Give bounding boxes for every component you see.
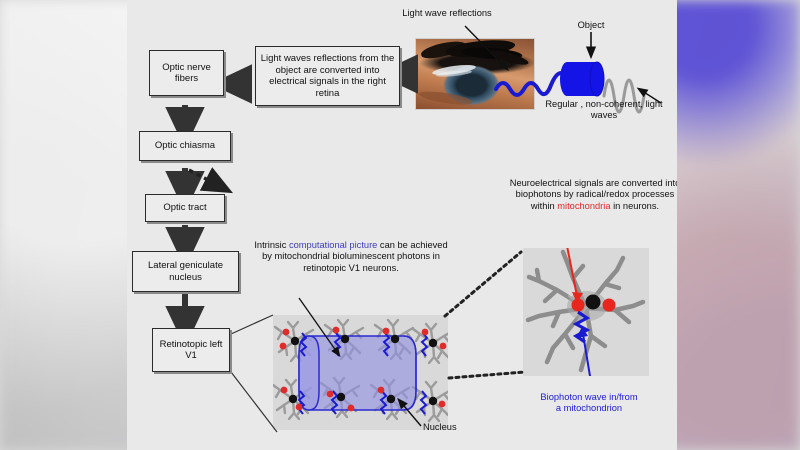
label-biophoton-wave: Biophoton wave in/from a mitochondrion xyxy=(540,392,638,414)
dotted-branch-chiasma xyxy=(188,167,234,194)
neuron-nucleus xyxy=(585,294,601,310)
flow-box-lateral-geniculate-nucleus[interactable]: Lateral geniculate nucleus xyxy=(132,251,239,292)
flow-box-retina-label: Light waves reflections from the object … xyxy=(260,53,395,99)
annotation-neuroelectrical-signals: Neuroelectrical signals are converted in… xyxy=(509,178,677,211)
flow-box-optic-chiasma-label: Optic chiasma xyxy=(154,140,216,152)
biophoton-zigzag xyxy=(572,310,591,344)
flow-box-retinotopic-left-v1[interactable]: Retinotopic left V1 xyxy=(152,328,230,372)
neuron-closeup-panel xyxy=(523,248,649,376)
flow-box-optic-chiasma[interactable]: Optic chiasma xyxy=(139,131,231,161)
neuroelectrical-red-arrow xyxy=(566,248,583,303)
annotation-intrinsic-computational-picture: Intrinsic computational picture can be a… xyxy=(254,240,448,273)
flow-box-retina[interactable]: Light waves reflections from the object … xyxy=(255,46,400,106)
retinotopic-v1-neuron-panel xyxy=(273,315,448,430)
flow-box-optic-nerve-fibers-label: Optic nerve fibers xyxy=(162,61,211,85)
biophoton-blue-arrow xyxy=(576,327,592,376)
diagram-canvas: Light waves reflections from the object … xyxy=(127,0,677,450)
mitochondrion-left xyxy=(571,298,585,312)
label-light-wave-reflections: Light wave reflections xyxy=(402,8,492,18)
label-nucleus: Nucleus xyxy=(423,422,457,432)
eye-photograph xyxy=(415,38,535,110)
flow-box-optic-tract-label: Optic tract xyxy=(163,202,207,214)
label-noncoherent-light-waves: Regular , non-coherent, light waves xyxy=(545,99,663,121)
v1-cylinder-percept xyxy=(298,335,417,411)
flow-box-optic-tract[interactable]: Optic tract xyxy=(145,194,225,222)
flow-box-optic-nerve-fibers[interactable]: Optic nerve fibers xyxy=(149,50,224,96)
flow-box-lgn-label: Lateral geniculate nucleus xyxy=(148,260,223,283)
label-object: Object xyxy=(577,20,605,30)
v1-neuron-network xyxy=(273,318,448,423)
mitochondrion-right xyxy=(602,298,616,312)
leader-v1-box-to-panel xyxy=(230,314,278,433)
flow-box-v1-label: Retinotopic left V1 xyxy=(159,338,223,362)
object-cylinder xyxy=(560,61,605,97)
dotted-leader-panel-right xyxy=(447,370,527,380)
v1-mitochondria xyxy=(279,326,447,412)
highlight-mitochondria: mitochondria xyxy=(557,200,611,211)
highlight-computational-picture: computational picture xyxy=(288,240,378,250)
v1-nuclei xyxy=(288,334,438,406)
neuron-closeup-illustration xyxy=(525,248,646,376)
dotted-leader-panel-to-neuron xyxy=(443,250,523,318)
